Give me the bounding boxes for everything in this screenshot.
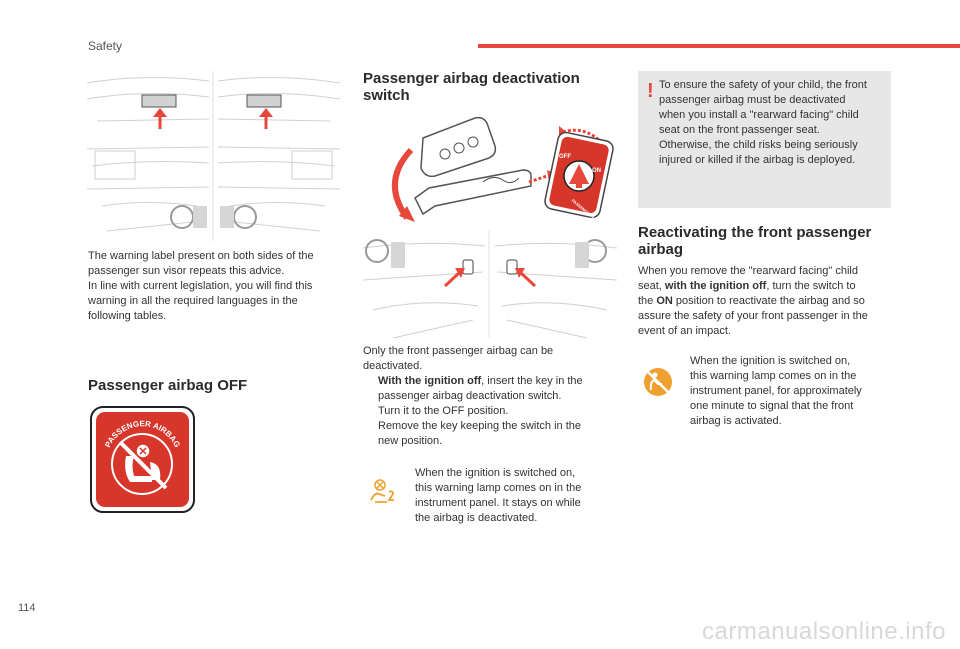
key-fob xyxy=(420,116,497,178)
text-line: when you install a "rearward facing" chi… xyxy=(659,109,859,121)
text-line: warning in all the required languages in… xyxy=(88,295,298,307)
page-number: 114 xyxy=(18,602,36,614)
text-line: deactivated. xyxy=(363,360,423,372)
text-line: Otherwise, the child risks being serious… xyxy=(659,139,858,151)
heading-passenger-airbag-off: Passenger airbag OFF xyxy=(88,377,248,394)
text-line: airbag is activated. xyxy=(690,415,782,427)
text-line: one minute to signal that the front xyxy=(690,400,854,412)
sun-visor-illustration xyxy=(87,71,340,241)
text-line: Remove the key keeping the switch in the xyxy=(378,420,582,432)
text-line: When the ignition is switched on, xyxy=(690,355,851,367)
text-line: this warning lamp comes on in the xyxy=(415,482,582,494)
child-safety-caution-box: ! To ensure the safety of your child, th… xyxy=(638,71,891,208)
section-label: Safety xyxy=(88,39,123,53)
text-line: passenger airbag deactivation switch. xyxy=(378,390,562,402)
text-line: When the ignition is switched on, xyxy=(415,467,576,479)
text-line: When you remove the "rearward facing" ch… xyxy=(638,265,858,277)
text-emphasis: ON xyxy=(656,295,673,307)
switch-on-label: ON xyxy=(592,168,601,174)
text-line: The warning label present on both sides … xyxy=(88,250,314,262)
instruction-emphasis: With the ignition off xyxy=(378,375,482,387)
text-line: following tables. xyxy=(88,310,167,322)
text-line: instrument panel, for approximately xyxy=(690,385,862,397)
instruction-step: Turn it to the OFF position. xyxy=(363,404,618,419)
heading-line: Passenger airbag deactivation xyxy=(363,70,580,87)
text-emphasis: with the ignition off xyxy=(664,280,767,292)
reactivation-instructions: When you remove the "rearward facing" ch… xyxy=(638,264,898,339)
caution-text: To ensure the safety of your child, the … xyxy=(659,78,887,168)
deactivation-switch-disk: OFF ON PASSENGER AIRBAG xyxy=(544,131,614,229)
text-line: injured or killed if the airbag is deplo… xyxy=(659,154,856,166)
heading-deactivation-switch: Passenger airbag deactivation switch xyxy=(363,70,580,104)
text-line: , insert the key in the xyxy=(481,375,583,387)
instruction-step: Remove the key keeping the switch in the… xyxy=(363,419,618,449)
section-accent-bar xyxy=(478,44,960,48)
warning-exclamation-icon: ! xyxy=(647,80,654,102)
text-line: To ensure the safety of your child, the … xyxy=(659,79,867,91)
visor-label-description: The warning label present on both sides … xyxy=(88,249,343,324)
text-segment: the xyxy=(638,295,657,307)
text-line: Turn it to the OFF position. xyxy=(378,405,509,417)
passenger-airbag-off-label: PASSENGER AIRBAG xyxy=(90,406,195,513)
text-segment: , turn the switch to xyxy=(766,280,856,292)
airbag-off-warning-lamp-icon xyxy=(370,479,394,503)
text-line: seat on the front passenger seat. xyxy=(659,124,820,136)
key-blade xyxy=(414,169,532,216)
text-segment: position to reactivate the airbag and so xyxy=(672,295,865,307)
instruction-step: With the ignition off, insert the key in… xyxy=(363,374,618,404)
text-line: passenger airbag must be deactivated xyxy=(659,94,846,106)
text-line: instrument panel. It stays on while xyxy=(415,497,581,509)
heading-line: Reactivating the front passenger xyxy=(638,224,872,241)
heading-line: airbag xyxy=(638,241,684,258)
switch-off-label: OFF xyxy=(559,154,571,160)
deactivation-instructions: Only the front passenger airbag can be d… xyxy=(363,344,618,449)
site-watermark: carmanualsonline.info xyxy=(702,618,946,645)
text-line: passenger sun visor repeats this advice. xyxy=(88,265,285,277)
text-line: assure the safety of your front passenge… xyxy=(638,310,868,322)
key-switch-illustration: OFF ON PASSENGER AIRBAG xyxy=(363,116,617,338)
text-segment: seat, xyxy=(638,280,665,292)
heading-reactivating-airbag: Reactivating the front passenger airbag xyxy=(638,224,871,258)
text-line: this warning lamp comes on in the xyxy=(690,370,857,382)
airbag-on-warning-lamp-icon xyxy=(644,368,672,396)
text-line: Only the front passenger airbag can be xyxy=(363,345,554,357)
airbag-on-lamp-note: When the ignition is switched on, this w… xyxy=(690,354,890,429)
text-line: event of an impact. xyxy=(638,325,731,337)
heading-line: switch xyxy=(363,87,410,104)
text-line: In line with current legislation, you wi… xyxy=(88,280,313,292)
text-line: the airbag is deactivated. xyxy=(415,512,538,524)
airbag-off-lamp-note: When the ignition is switched on, this w… xyxy=(415,466,615,526)
text-line: new position. xyxy=(378,435,443,447)
